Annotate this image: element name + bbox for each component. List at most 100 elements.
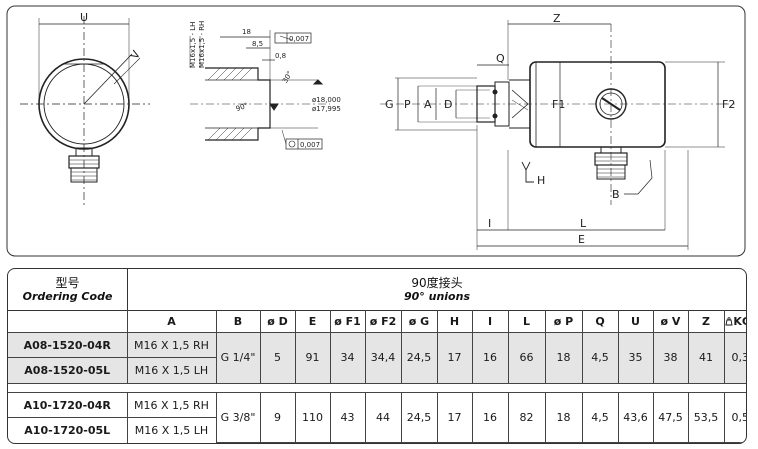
label-F1: F1 — [552, 98, 565, 111]
label-L: L — [580, 217, 587, 230]
ordering-code-header: 型号 Ordering Code — [8, 269, 127, 310]
col-header-code — [8, 309, 128, 334]
cell-h: 17 — [436, 392, 473, 443]
col-header-q: Q — [581, 309, 619, 334]
weight-icon — [725, 317, 733, 326]
front-view — [20, 16, 150, 205]
detail-section — [189, 30, 330, 150]
col-header-h: H — [436, 309, 473, 334]
label-V: V — [128, 48, 143, 61]
header-divider — [127, 269, 128, 310]
cell-l: 66 — [507, 332, 546, 384]
label-H: H — [537, 174, 545, 187]
label-B: B — [612, 188, 620, 201]
header-cn: 型号 — [55, 276, 80, 290]
cell-d: 9 — [259, 392, 296, 443]
ordering-code: A10-1720-04R — [8, 391, 128, 419]
ordering-code: A10-1720-05L — [8, 417, 128, 443]
side-view-labels: Z Q G P A D F1 F2 H B I L E — [385, 12, 735, 246]
column-header-row: A B ø D E ø F1 ø F2 ø G H I L ø P Q U ø … — [8, 309, 746, 334]
cell-u: 43,6 — [617, 392, 654, 443]
col-header-kg: KG. — [723, 309, 746, 334]
technical-drawing: U V 18 8,5 0,8 — [6, 5, 746, 257]
thread-a: M16 X 1,5 LH — [126, 417, 216, 443]
title-cn: 90度接头 — [411, 276, 463, 290]
cell-b: G 3/8" — [215, 392, 261, 443]
ordering-code: A08-1520-05L — [8, 357, 128, 384]
table-row: A08-1520-05L M16 X 1,5 LH — [8, 357, 746, 384]
label-Z: Z — [553, 12, 561, 25]
thread-lh: M16x1,5 - LH — [189, 22, 197, 68]
col-header-f2: ø F2 — [364, 309, 402, 334]
cell-i: 16 — [471, 332, 509, 384]
dim-8-5: 8,5 — [252, 40, 263, 48]
tolerance-top: 0,007 — [289, 35, 309, 43]
label-A: A — [424, 98, 432, 111]
cell-i: 16 — [471, 392, 509, 443]
cell-q: 4,5 — [581, 392, 619, 443]
cell-f1: 43 — [329, 392, 366, 443]
dim-18: 18 — [242, 28, 251, 36]
label-D: D — [444, 98, 452, 111]
tolerance-bottom: 0,007 — [300, 141, 320, 149]
cell-h: 17 — [436, 332, 473, 384]
dimension-table: A B ø D E ø F1 ø F2 ø G H I L ø P Q U ø … — [8, 309, 746, 443]
cell-v: 47,5 — [652, 392, 689, 443]
label-P: P — [404, 98, 411, 111]
cell-v: 38 — [652, 332, 689, 384]
cell-kg: 0,3 — [723, 332, 746, 384]
spacer-cell — [8, 382, 746, 394]
cell-q: 4,5 — [581, 332, 619, 384]
cell-p: 18 — [544, 392, 583, 443]
drawing-frame — [6, 5, 746, 257]
cell-f2: 34,4 — [364, 332, 402, 384]
chamfer-angle: 30° — [281, 70, 294, 85]
col-header-l: L — [507, 309, 546, 334]
thread-a: M16 X 1,5 LH — [126, 357, 216, 384]
diameter-max: ø18,000 — [312, 96, 341, 104]
cell-l: 82 — [507, 392, 546, 443]
ordering-code: A08-1520-04R — [8, 332, 128, 359]
thread-rh: M16x1,5 - RH — [198, 21, 206, 68]
cell-kg: 0,5 — [723, 392, 746, 443]
angle-90: 90° — [235, 101, 249, 113]
col-header-d: ø D — [259, 309, 296, 334]
label-G: G — [385, 98, 394, 111]
cell-z: 53,5 — [687, 392, 725, 443]
thread-a: M16 X 1,5 RH — [126, 391, 217, 419]
thread-a: M16 X 1,5 RH — [126, 332, 217, 359]
label-U: U — [80, 11, 88, 24]
col-header-z: Z — [687, 309, 725, 334]
col-header-g: ø G — [400, 309, 438, 334]
label-F2: F2 — [722, 98, 735, 111]
diameter-min: ø17,995 — [312, 105, 341, 113]
col-header-f1: ø F1 — [329, 309, 366, 334]
col-header-i: I — [471, 309, 509, 334]
row-spacer — [8, 382, 746, 394]
label-E: E — [578, 233, 585, 246]
label-I: I — [488, 217, 491, 230]
detail-annotations: 18 8,5 0,8 M16x1,5 - LH M16x1,5 - RH 0,0… — [189, 21, 341, 149]
cell-z: 41 — [687, 332, 725, 384]
col-header-u: U — [617, 309, 654, 334]
col-header-p: ø P — [544, 309, 583, 334]
table-row: A10-1720-04R M16 X 1,5 RH G 3/8" 9 110 4… — [8, 391, 746, 443]
col-header-v: ø V — [652, 309, 689, 334]
col-header-a: A — [126, 309, 217, 334]
title-en: 90° unions — [403, 290, 470, 303]
cell-e: 110 — [294, 392, 331, 443]
side-view — [380, 20, 735, 250]
col-header-e: E — [294, 309, 331, 334]
table-row: A10-1720-05L M16 X 1,5 LH — [8, 417, 746, 443]
spec-table: 型号 Ordering Code 90度接头 90° unions A B ø … — [7, 268, 747, 444]
cell-f1: 34 — [329, 332, 366, 384]
table-row: A08-1520-04R M16 X 1,5 RH G 1/4" 5 91 34… — [8, 332, 746, 384]
cell-g: 24,5 — [400, 332, 438, 384]
cell-f2: 44 — [364, 392, 402, 443]
cell-u: 35 — [617, 332, 654, 384]
cell-d: 5 — [259, 332, 296, 384]
table-title: 90度接头 90° unions — [128, 269, 746, 310]
dim-0-8: 0,8 — [275, 52, 286, 60]
label-Q: Q — [496, 52, 505, 65]
cell-p: 18 — [544, 332, 583, 384]
